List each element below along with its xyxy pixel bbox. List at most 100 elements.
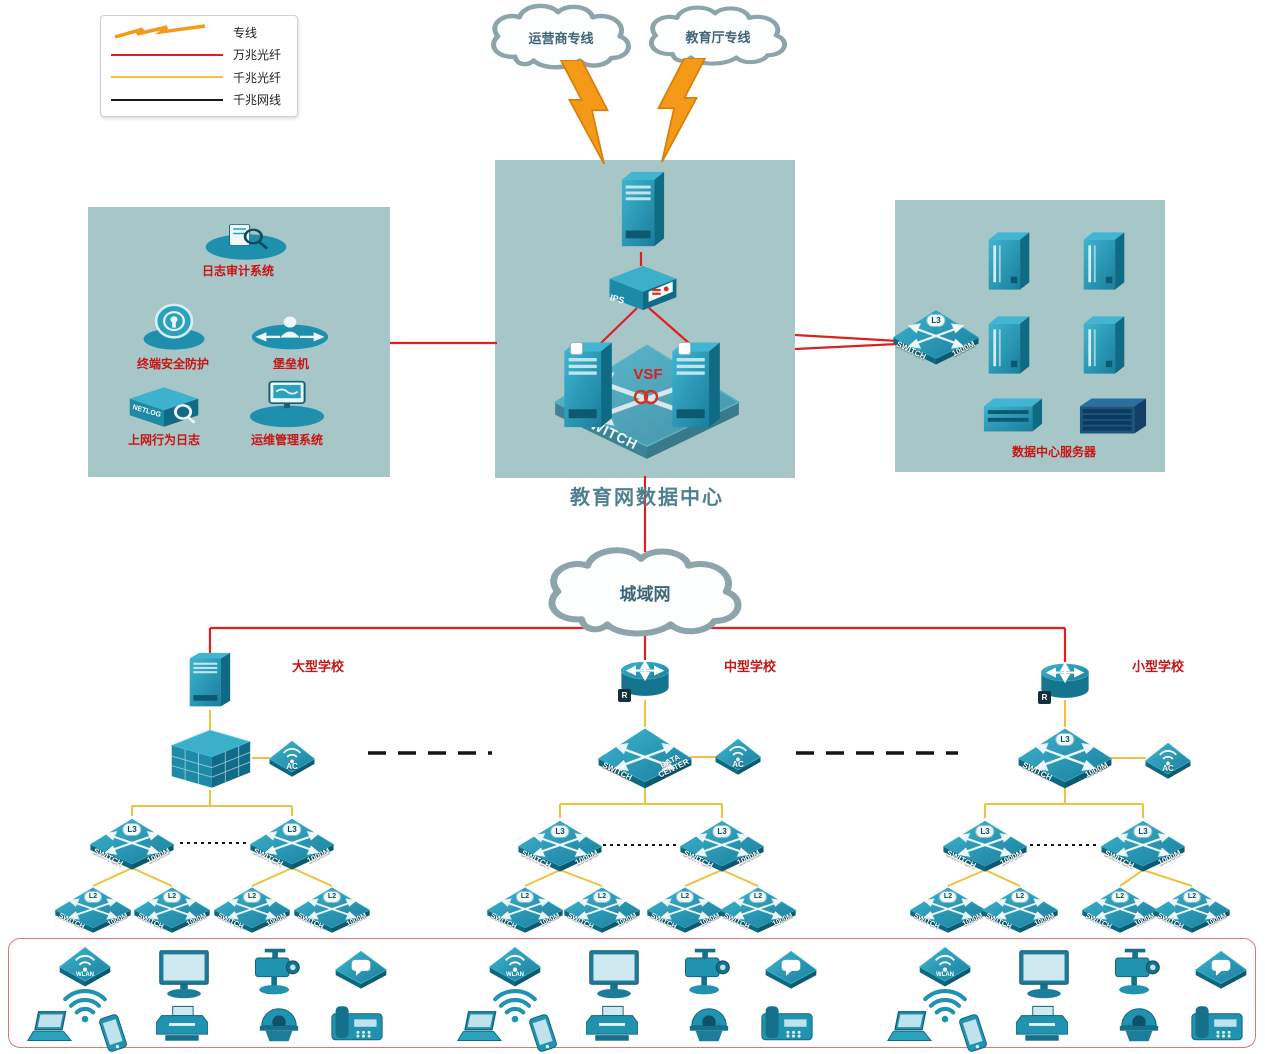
ips-box-icon — [604, 264, 682, 312]
storage-array-icon — [982, 394, 1044, 434]
school-server-icon — [186, 650, 232, 712]
server-tower-icon — [985, 314, 1033, 376]
wireless-ap-icon — [488, 944, 542, 990]
switch-layer-chip: L3 — [975, 824, 995, 838]
ac-icon — [1144, 740, 1192, 782]
voip-chat-icon — [1194, 948, 1248, 992]
lightning-link-icon — [652, 58, 710, 162]
ip-camera-icon — [248, 948, 304, 996]
school-large-label: 大型学校 — [291, 659, 344, 674]
log-audit-label: 日志审计系统 — [201, 264, 274, 278]
desktop-monitor-icon — [586, 948, 642, 1000]
server-tower-icon — [1080, 314, 1128, 376]
telephone-icon — [760, 1004, 814, 1044]
legend-label: 千兆网线 — [233, 93, 282, 108]
legend-sample — [111, 24, 223, 40]
legend-item-10g: 万兆光纤 — [111, 44, 287, 66]
switch-layer-chip: L2 — [515, 891, 535, 903]
switch-layer-chip: L2 — [748, 891, 768, 903]
legend-item-1g-cable: 千兆网线 — [111, 89, 287, 111]
legend-item-dedicated: 专线 — [111, 21, 287, 43]
server-tower-icon — [985, 230, 1033, 292]
switch-layer-chip: L3 — [122, 822, 142, 836]
smartphone-icon — [522, 1012, 564, 1054]
cloud-education-line: 教育厅专线 — [640, 4, 796, 68]
desktop-monitor-icon — [156, 948, 212, 1000]
switch-layer-chip: L2 — [83, 891, 103, 903]
school-medium-label: 中型学校 — [723, 659, 776, 674]
server-zone-label: 数据中心服务器 — [1011, 445, 1096, 459]
switch-layer-chip: L3 — [1055, 733, 1075, 747]
netlog-device: NETLOG — [124, 384, 204, 430]
log-audit-icon — [202, 220, 290, 262]
legend-10g-line — [111, 53, 223, 56]
school-router: R — [1038, 658, 1092, 704]
ac-label: AC — [286, 761, 298, 771]
switch-layer-chip: L3 — [712, 824, 732, 838]
legend-lightning-icon — [114, 24, 206, 39]
vsf-label: VSF — [633, 366, 663, 383]
cloud-carrier-label: 运营商专线 — [528, 30, 594, 46]
vsf-link-icon — [633, 389, 659, 405]
ip-camera-icon — [678, 948, 734, 996]
router-badge: R — [1038, 691, 1051, 704]
legend-label: 万兆光纤 — [233, 48, 282, 63]
ac-label: AC — [732, 759, 744, 769]
switch-layer-chip: L2 — [162, 891, 182, 903]
cloud-carrier-line: 运营商专线 — [482, 2, 640, 72]
ip-camera-icon — [1108, 948, 1164, 996]
voip-chat-icon — [764, 948, 818, 992]
school-small-label: 小型学校 — [1131, 659, 1184, 674]
ac-icon — [268, 738, 316, 780]
vendor-logo-badge — [570, 342, 583, 355]
wlan-label: WLAN — [936, 971, 954, 978]
switch-layer-chip: L2 — [1182, 891, 1202, 903]
ac-icon — [714, 736, 762, 778]
switch-layer-chip: L2 — [1110, 891, 1130, 903]
switch-layer-chip: L3 — [550, 824, 570, 838]
router-badge: R — [618, 689, 631, 702]
legend-1g-fiber-line — [111, 76, 223, 79]
switch-layer-chip: L3 — [1133, 824, 1153, 838]
school-router: R — [618, 656, 672, 702]
legend: 专线 万兆光纤 千兆光纤 千兆网线 — [100, 15, 298, 117]
data-center-title: 教育网数据中心 — [570, 487, 724, 509]
vendor-logo-badge — [678, 342, 691, 355]
terminal-security-label: 终端安全防护 — [136, 357, 209, 371]
switch-layer-chip: L2 — [592, 891, 612, 903]
legend-label: 千兆光纤 — [233, 70, 282, 85]
dome-camera-icon — [256, 1002, 302, 1046]
switch-layer-chip: L3 — [282, 822, 302, 836]
vsf-server-icon — [560, 338, 614, 436]
printer-icon — [1016, 1004, 1068, 1044]
wlan-label: WLAN — [506, 971, 524, 978]
wireless-controller: AC — [268, 738, 316, 780]
printer-icon — [586, 1004, 638, 1044]
school-core-firewall-icon — [166, 726, 254, 792]
server-zone-switch: L3 SWITCH 1000M — [892, 306, 980, 366]
ops-management-icon — [246, 380, 328, 428]
legend-label: 专线 — [233, 25, 258, 40]
terminal-security-icon — [140, 300, 208, 352]
legend-item-1g-fiber: 千兆光纤 — [111, 66, 287, 88]
bastion-host-label: 堡垒机 — [272, 357, 309, 371]
telephone-icon — [330, 1004, 384, 1044]
telephone-icon — [1190, 1004, 1244, 1044]
ips-device: IPS — [604, 264, 682, 312]
bastion-host-icon — [250, 312, 330, 354]
blade-server-icon — [1078, 394, 1148, 436]
